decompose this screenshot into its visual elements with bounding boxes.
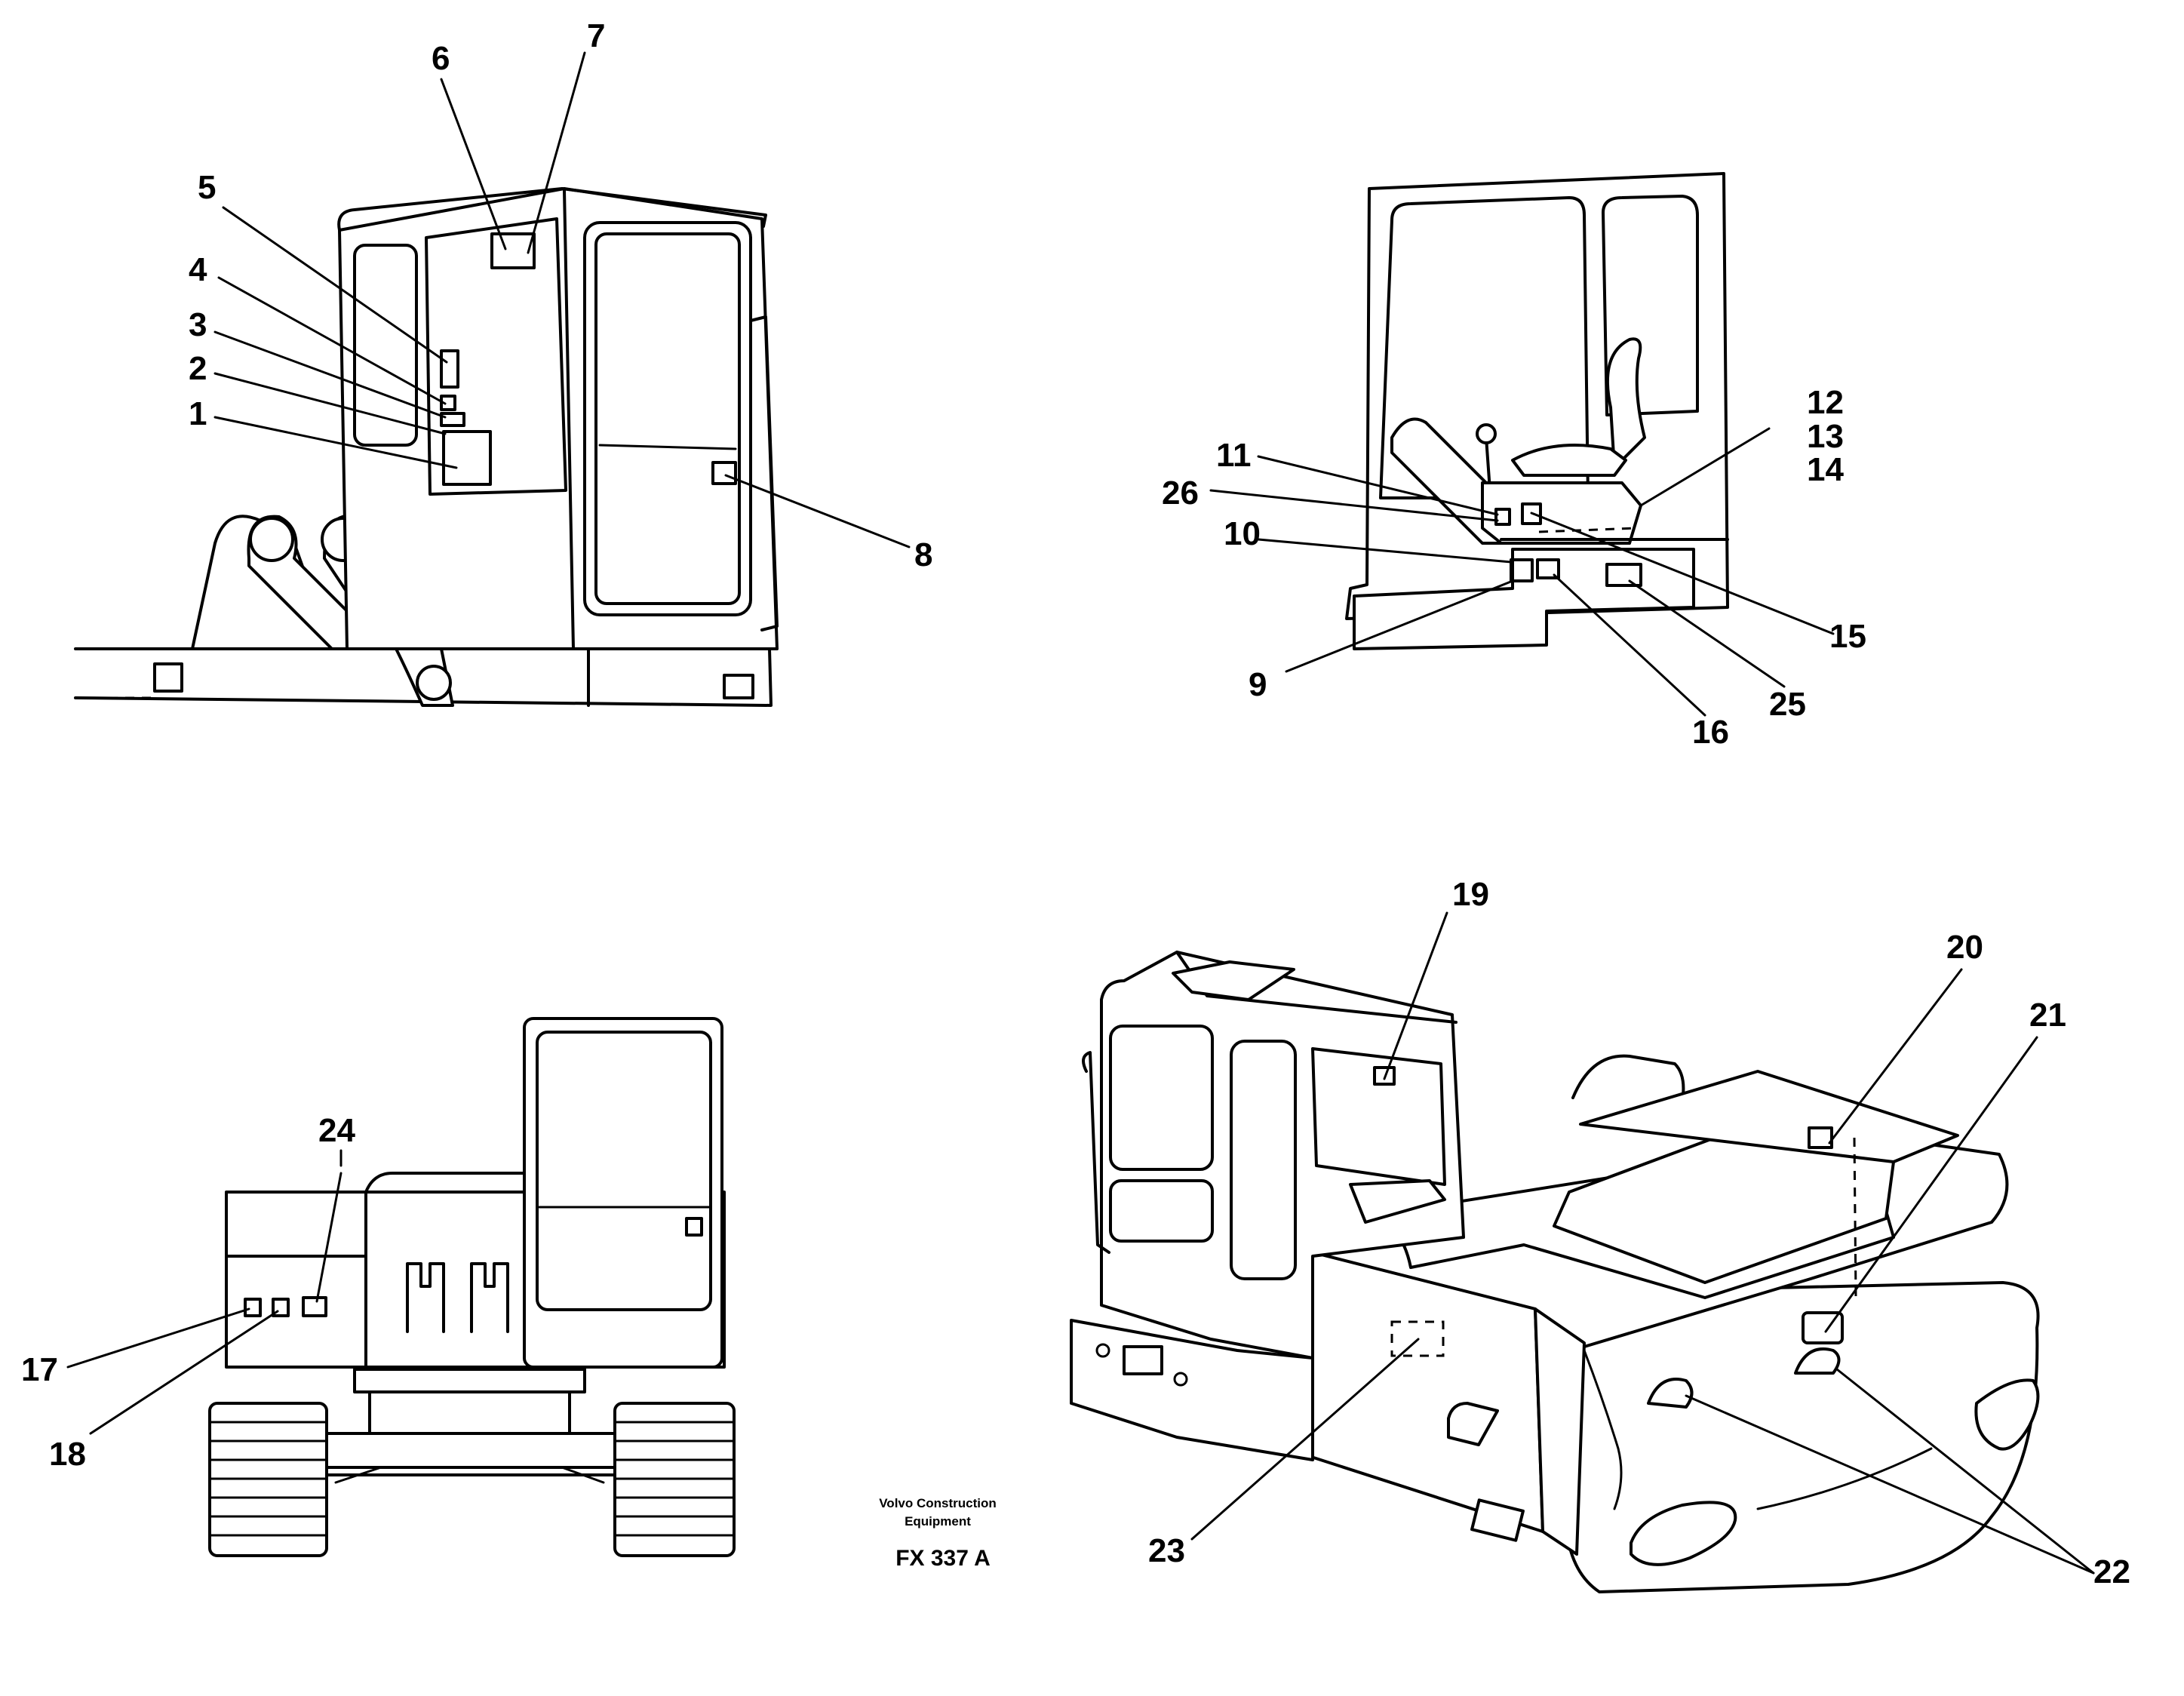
callout-13: 13 bbox=[1807, 418, 1844, 455]
callout-5: 5 bbox=[198, 169, 216, 206]
callout-9: 9 bbox=[1249, 666, 1267, 703]
cab-interior-view: 11 26 10 9 12 13 14 15 16 25 bbox=[1162, 172, 1866, 751]
callout-16: 16 bbox=[1692, 714, 1729, 751]
callout-20: 20 bbox=[1946, 929, 1983, 966]
callout-21: 21 bbox=[2029, 997, 2066, 1034]
credit-block: Volvo Construction Equipment FX 337 A bbox=[879, 1496, 997, 1571]
credit-line-1: Volvo Construction bbox=[879, 1496, 997, 1510]
callout-17: 17 bbox=[21, 1351, 58, 1388]
callout-4: 4 bbox=[189, 251, 207, 288]
callout-8: 8 bbox=[914, 536, 932, 573]
credit-line-2: Equipment bbox=[905, 1514, 971, 1529]
callout-3: 3 bbox=[189, 306, 207, 343]
callout-6: 6 bbox=[432, 40, 450, 77]
callout-19: 19 bbox=[1452, 876, 1489, 913]
callout-7: 7 bbox=[587, 17, 605, 54]
callout-15: 15 bbox=[1829, 618, 1866, 655]
callout-18: 18 bbox=[49, 1436, 86, 1473]
callout-10: 10 bbox=[1224, 515, 1261, 552]
callout-25: 25 bbox=[1769, 686, 1806, 723]
callout-22: 22 bbox=[2093, 1553, 2130, 1590]
callout-24: 24 bbox=[318, 1112, 355, 1149]
callout-1: 1 bbox=[189, 395, 207, 432]
callout-26: 26 bbox=[1162, 475, 1199, 512]
cab-side-view: 6 7 5 4 3 2 1 8 bbox=[74, 17, 932, 707]
machine-rear-view: 19 20 21 23 22 bbox=[1070, 876, 2130, 1593]
callout-11: 11 bbox=[1216, 437, 1252, 474]
callout-23: 23 bbox=[1148, 1532, 1185, 1569]
callout-12: 12 bbox=[1807, 384, 1844, 421]
machine-front-view: 24 17 18 bbox=[21, 1017, 736, 1557]
callout-2: 2 bbox=[189, 350, 207, 387]
callout-14: 14 bbox=[1807, 451, 1844, 488]
figure-code: FX 337 A bbox=[895, 1546, 991, 1571]
